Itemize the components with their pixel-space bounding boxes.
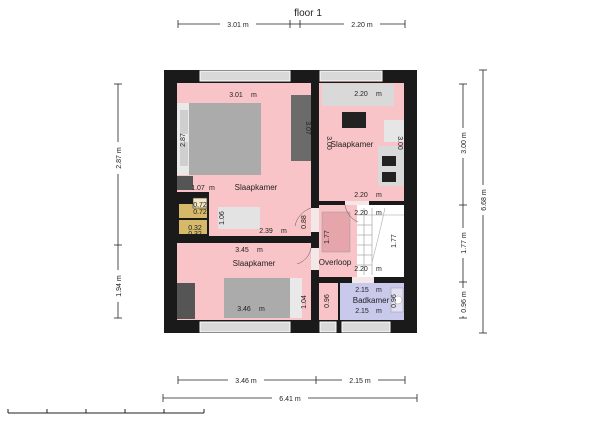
bottom-dim-2: 2.15 m <box>349 378 371 385</box>
closet-w2: 0.72 <box>193 209 207 216</box>
door-bathroom <box>352 277 374 283</box>
landing-width-2: 2.20 <box>354 266 368 273</box>
b1-d107: 1.07 <box>191 185 205 192</box>
closet-h: 0.32 <box>188 225 202 232</box>
small-closet-floor <box>319 283 338 320</box>
left-dimension-line: 2.87 m 1.94 m <box>113 83 123 319</box>
closet-small-height: 0.96 <box>324 294 331 308</box>
windows <box>199 70 391 333</box>
landing-label: Overloop <box>319 258 352 267</box>
svg-text:m: m <box>259 306 265 313</box>
b1-width: 3.01 <box>229 92 243 99</box>
bottom-dimension-lines: 3.46 m 2.15 m 6.41 m <box>162 376 418 403</box>
left-dim-1: 2.87 m <box>116 147 123 169</box>
left-dim-2: 1.94 m <box>116 275 123 297</box>
svg-text:m: m <box>257 247 263 254</box>
b2-label: Slaapkamer <box>331 140 374 149</box>
b2-width-2: 2.20 <box>354 192 368 199</box>
b2-height: 3.00 <box>325 136 332 150</box>
bottom-dim-total: 6.41 m <box>279 396 301 403</box>
mid-wall-left <box>177 236 311 243</box>
svg-text:m: m <box>281 228 287 235</box>
right-dimension-lines: 3.00 m 1.77 m 0.96 m 6.68 m <box>458 69 488 334</box>
b1-d106: 1.06 <box>219 211 226 225</box>
svg-text:m: m <box>376 210 382 217</box>
svg-text:m: m <box>251 92 257 99</box>
b2-height-2: 3.00 <box>396 136 403 150</box>
b2-width: 2.20 <box>354 91 368 98</box>
right-dim-3: 0.96 m <box>461 291 468 313</box>
bathroom-furniture <box>390 287 404 313</box>
right-dim-total: 6.68 m <box>481 189 488 211</box>
b3-label: Slaapkamer <box>233 259 276 268</box>
b1-height: 3.07 <box>304 121 311 135</box>
bath-label: Badkamer <box>353 296 390 305</box>
bedroom-2-furniture <box>322 84 404 186</box>
b1-height-2: 2.87 <box>180 133 187 147</box>
svg-text:m: m <box>376 266 382 273</box>
closet-w: 0.72 <box>193 202 207 209</box>
bath-width: 2.15 <box>355 287 369 294</box>
bottom-dim-1: 3.46 m <box>235 378 257 385</box>
svg-text:m: m <box>376 192 382 199</box>
top-dimension-line: 3.01 m 2.20 m <box>177 20 406 29</box>
right-dim-1: 3.00 m <box>461 132 468 154</box>
door-bedroom-1 <box>311 208 319 232</box>
b1-width-2: 2.39 <box>259 228 273 235</box>
landing-rug <box>321 211 351 253</box>
bath-height: 0.96 <box>391 294 398 308</box>
landing-width: 2.20 <box>354 210 368 217</box>
scale-bar <box>7 409 205 414</box>
svg-text:m: m <box>376 308 382 315</box>
b3-width-2: 3.46 <box>237 306 251 313</box>
b3-height: 1.04 <box>301 295 308 309</box>
closet-h2: 0.32 <box>188 231 202 238</box>
closet-2 <box>179 220 207 234</box>
svg-text:m: m <box>376 91 382 98</box>
bedroom-3-furniture <box>177 278 302 319</box>
landing-d088: 0.88 <box>301 215 308 229</box>
svg-text:m: m <box>209 185 215 192</box>
svg-text:m: m <box>376 287 382 294</box>
landing-height: 1.77 <box>324 230 331 244</box>
door-bedroom-3 <box>311 248 319 270</box>
top-dim-2: 2.20 m <box>351 22 373 29</box>
top-dim-1: 3.01 m <box>227 22 249 29</box>
bath-width-2: 2.15 <box>355 308 369 315</box>
right-dim-2: 1.77 m <box>461 232 468 254</box>
b3-width: 3.45 <box>235 247 249 254</box>
landing-height-2: 1.77 <box>391 234 398 248</box>
bedroom-1-furniture <box>177 95 311 229</box>
floor-title: floor 1 <box>294 8 322 19</box>
b1-label: Slaapkamer <box>235 183 278 192</box>
center-wall <box>311 70 319 333</box>
door-bedroom-2 <box>345 201 369 205</box>
